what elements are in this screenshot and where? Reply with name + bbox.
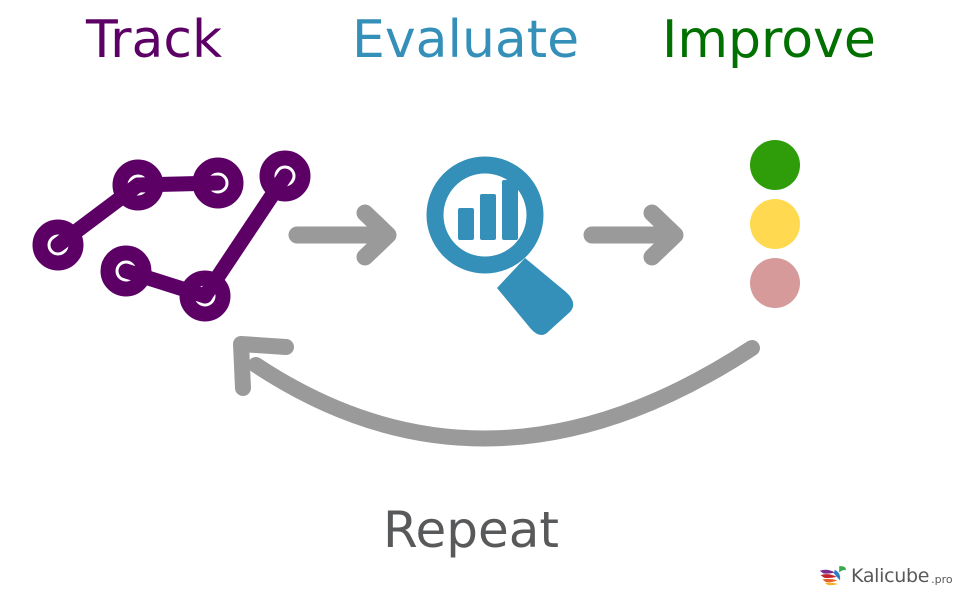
bar-chart-bars [458, 180, 518, 240]
kalicube-bird-icon [819, 566, 847, 586]
graph-node [112, 159, 164, 211]
magnifier-handle [497, 258, 574, 336]
graph-node [32, 219, 84, 271]
stage-heading-improve: Improve [662, 10, 876, 70]
bar-1 [458, 208, 474, 240]
kalicube-logo: Kalicube .pro [818, 560, 953, 592]
logo-tld: .pro [931, 572, 953, 586]
stage-heading-evaluate: Evaluate [352, 10, 580, 70]
loop-arrow-head [233, 336, 294, 396]
arrow-head [356, 204, 397, 266]
magnifier-lens-ring [426, 156, 544, 274]
graph-node [179, 270, 231, 322]
loop-arrow-curve [248, 340, 760, 447]
status-dot-red [750, 258, 800, 308]
bar-3 [502, 180, 518, 240]
stage-heading-track: Track [86, 10, 223, 70]
graph-node [192, 157, 244, 209]
graph-node [100, 245, 152, 297]
arrow-head [643, 204, 684, 266]
logo-wordmark: Kalicube [851, 565, 930, 587]
status-dot-yellow [750, 199, 800, 249]
bar-2 [480, 194, 496, 240]
status-dot-green [750, 140, 800, 190]
network-graph-nodes [32, 150, 311, 322]
repeat-label: Repeat [383, 501, 560, 559]
graph-node [259, 150, 311, 202]
